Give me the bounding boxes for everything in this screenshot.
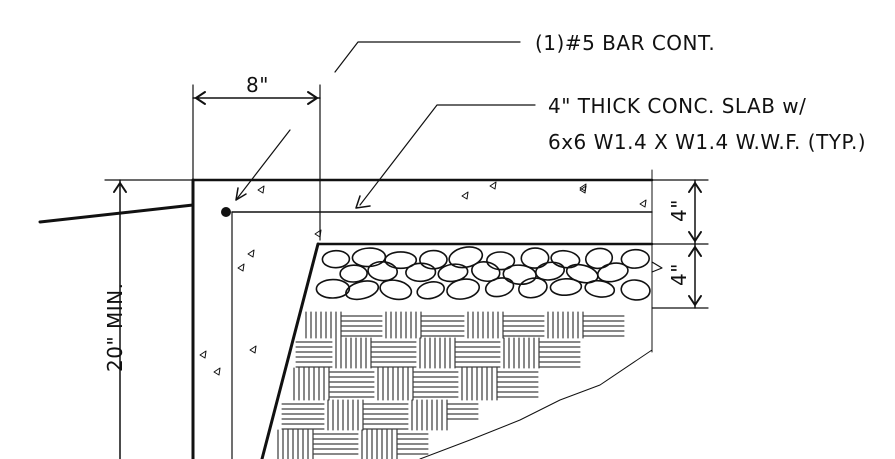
gravel-thickness-label: 4" (667, 263, 691, 286)
gravel-stone (471, 261, 501, 283)
footing-width-label: 8" (246, 73, 269, 97)
concrete-aggregate (199, 181, 647, 376)
dimension-footing-depth (104, 179, 194, 459)
leader-bar (235, 41, 521, 201)
gravel-stone (620, 248, 650, 269)
gravel-stone (351, 247, 387, 268)
gravel-stone (379, 279, 413, 301)
gravel-stone (535, 261, 566, 281)
gravel-stone (321, 249, 351, 269)
rebar-dot (221, 207, 231, 217)
gravel-stone (339, 264, 368, 283)
gravel-stone (446, 278, 481, 300)
gravel-stone (419, 249, 448, 270)
gravel-stone (315, 278, 351, 299)
soil-hatch (277, 311, 653, 459)
slab-note-line2: 6x6 W1.4 X W1.4 W.W.F. (TYP.) (548, 130, 866, 154)
dimension-footing-width (192, 84, 321, 241)
gravel-layer (315, 246, 651, 301)
gravel-stone (345, 280, 380, 301)
gravel-stone (405, 262, 437, 283)
gravel-stone (518, 277, 548, 299)
gravel-stone (367, 260, 399, 282)
gravel-stone (448, 246, 484, 269)
gravel-stone (584, 279, 616, 298)
gravel-stone (549, 277, 583, 297)
gravel-stone (416, 281, 445, 300)
gravel-stone (597, 262, 629, 283)
slab-note-line1: 4" THICK CONC. SLAB w/ (548, 94, 806, 118)
gravel-stone (384, 251, 418, 270)
gravel-stone (550, 249, 581, 269)
dimension-slab-gravel (651, 179, 709, 309)
gravel-stone (620, 279, 651, 301)
gravel-stone (520, 247, 550, 269)
footing-edge (38, 178, 320, 459)
slab-thickness-label: 4" (667, 199, 691, 222)
gravel-stone (484, 277, 515, 298)
leader-slab (355, 104, 536, 209)
footing-depth-label: 20" MIN. (103, 283, 127, 372)
gravel-stone (486, 251, 516, 271)
bar-note: (1)#5 BAR CONT. (535, 31, 715, 55)
concrete-slab (191, 169, 654, 353)
gravel-stone (565, 263, 599, 284)
